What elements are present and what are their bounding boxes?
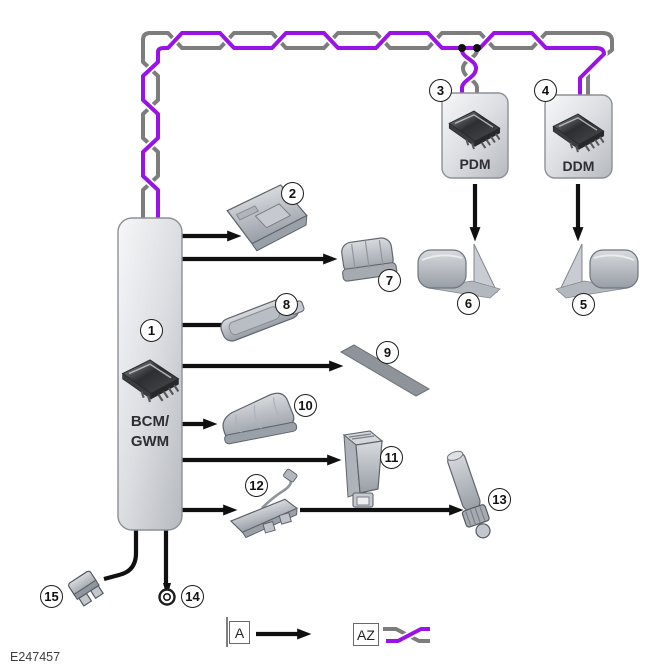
figure-id: E247457 xyxy=(10,650,61,664)
pdm-label: PDM xyxy=(459,156,491,172)
switch-icon xyxy=(342,430,384,508)
arrows xyxy=(103,184,584,584)
callout-4: 4 xyxy=(534,79,557,102)
callout-8: 8 xyxy=(275,293,298,316)
wire-to-fuse xyxy=(103,526,139,582)
antenna-icon xyxy=(446,450,491,539)
fuse-icon xyxy=(68,570,104,607)
door-mirror-icon-6 xyxy=(417,243,501,299)
callout-12: 12 xyxy=(245,474,268,497)
bcm-label-line2: GWM xyxy=(130,432,170,450)
legend-az-box: AZ xyxy=(353,623,379,646)
legend-graphics xyxy=(226,617,430,647)
lamp-housing-icon xyxy=(222,392,298,445)
sensor-with-pigtail-icon xyxy=(229,468,299,539)
legend-a-box: A xyxy=(229,621,250,644)
bcm-gwm-label: BCM/ GWM xyxy=(119,412,181,451)
ring-terminal-icon xyxy=(158,583,176,606)
callout-1: 1 xyxy=(140,319,163,342)
bcm-label-line1: BCM/ xyxy=(130,413,170,430)
pdm-branch xyxy=(458,49,480,96)
callout-14: 14 xyxy=(181,585,204,608)
bus-wire-gray xyxy=(141,31,614,220)
callout-15: 15 xyxy=(40,585,63,608)
door-mirror-icon-5 xyxy=(555,243,639,299)
twisted-pair-bus xyxy=(139,29,614,220)
callout-2: 2 xyxy=(281,182,304,205)
callout-6: 6 xyxy=(457,292,480,315)
callout-7: 7 xyxy=(378,269,401,292)
callout-3: 3 xyxy=(429,79,452,102)
junction-dot xyxy=(458,44,466,52)
bus-wire-violet xyxy=(141,31,606,220)
callout-11: 11 xyxy=(380,446,403,469)
callout-10: 10 xyxy=(294,394,317,417)
callout-9: 9 xyxy=(376,341,399,364)
callout-5: 5 xyxy=(572,293,595,316)
ddm-label: DDM xyxy=(562,158,595,174)
trim-strip-lamp-icon xyxy=(339,344,431,397)
callout-13: 13 xyxy=(488,488,511,511)
interior-lamp-icon xyxy=(341,237,398,282)
junction-dot xyxy=(473,44,481,52)
twisted-pair-symbol xyxy=(383,625,430,645)
